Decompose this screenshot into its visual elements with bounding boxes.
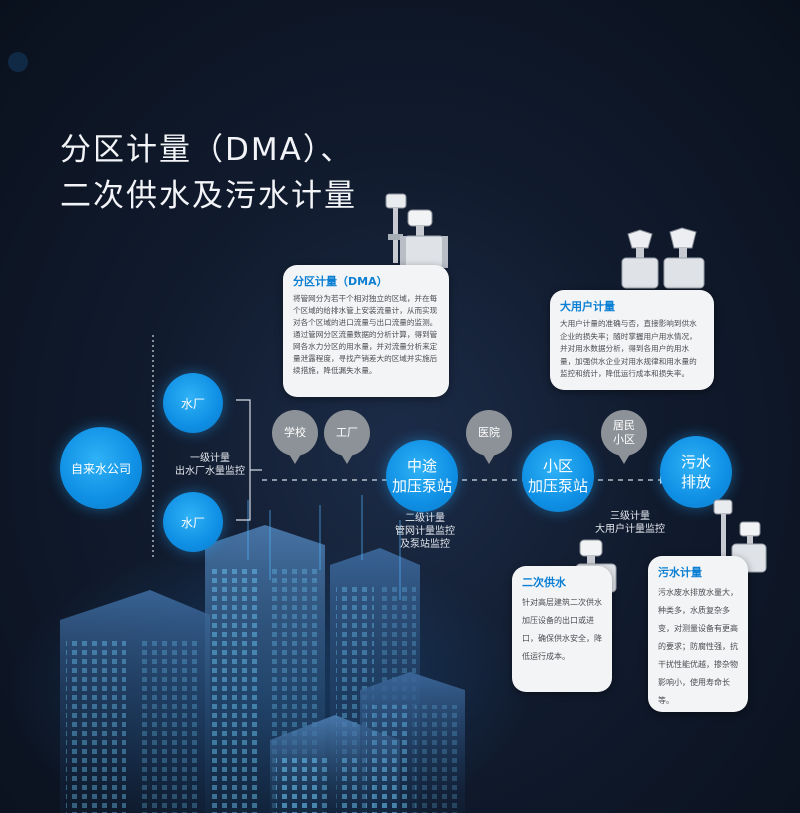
label-level3: 三级计量 大用户计量监控 [595,511,665,535]
card-big-user: 大用户计量 大用户计量的准确与否，直接影响到供水企业的损失率；随时掌握用户用水情… [550,290,714,390]
card-sewage-title: 污水计量 [658,566,702,579]
card-sewage: 污水计量 污水废水排放水量大，种类多，水质复杂多变，对测量设备有更高的要求；防腐… [648,556,748,712]
bubble-residential: 居民 小区 [601,410,647,464]
bubble-hospital: 医院 [466,410,512,464]
card-dma-text2: 通过管网分区流量数据的分析计算，得到管网各水力分区的用水量，并对流量分析来定量泄… [293,330,438,375]
flowmeter-big-user-icon [621,227,705,289]
node-water-plant-1: 水厂 [163,373,223,433]
card-dma: 分区计量（DMA） 将管网分为若干个相对独立的区域，并在每个区域的给排水管上安装… [283,265,449,397]
card-secondary-supply: 二次供水 针对高层建筑二次供水加压设备的出口或进口，确保供水安全，降低运行成本。 [512,566,612,692]
label-level1: 一级计量 出水厂水量监控 [175,453,245,477]
flowmeter-dma-icon [385,193,448,269]
card-big-user-text: 大用户计量的准确与否，直接影响到供水企业的损失率；随时掌握用户用水情况，并对用水… [560,319,697,378]
card-secondary-supply-text: 针对高层建筑二次供水加压设备的出口或进口，确保供水安全，降低运行成本。 [522,598,602,661]
page-title-line1: 分区计量（DMA）、 [60,132,354,168]
card-dma-title: 分区计量（DMA） [293,275,388,288]
bubble-factory: 工厂 [324,410,370,464]
node-sewage-discharge: 污水 排放 [660,436,732,508]
node-water-company: 自来水公司 [60,427,142,509]
page-title-line2: 二次供水及污水计量 [60,178,357,214]
card-secondary-supply-title: 二次供水 [522,576,566,589]
card-sewage-text: 污水废水排放水量大，种类多，水质复杂多变，对测量设备有更高的要求；防腐性强，抗干… [658,588,738,705]
card-big-user-title: 大用户计量 [560,300,615,313]
bubble-school: 学校 [272,410,318,464]
label-level2: 二级计量 管网计量监控 及泵站监控 [395,513,455,550]
node-water-plant-2: 水厂 [163,492,223,552]
node-community-pump-station: 小区 加压泵站 [522,440,594,512]
node-midway-pump-station: 中途 加压泵站 [386,440,458,512]
card-dma-text1: 将管网分为若干个相对独立的区域，并在每个区域的给排水管上安装流量计，从而实现对各… [293,294,438,327]
